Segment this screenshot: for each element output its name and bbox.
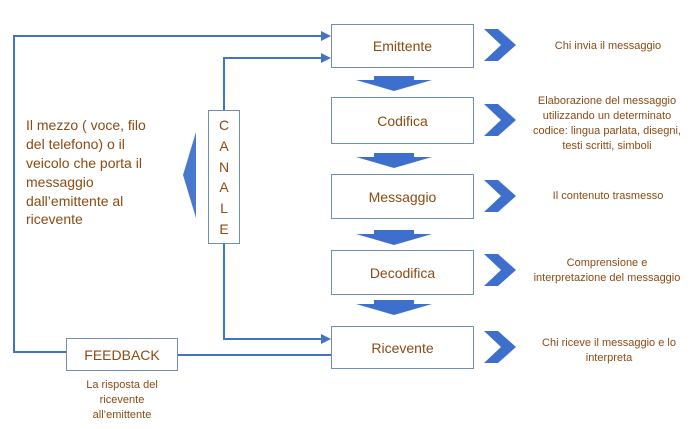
down-arrow-3 [356,230,432,245]
stage-messaggio: Messaggio [331,174,474,219]
stage-label: Ricevente [371,339,434,356]
down-arrow-4 [356,300,432,315]
canale-top-arrowhead [321,53,331,63]
stage-label: Emittente [372,38,433,54]
note-ricevente: Chi riceve il messaggio e lo interpreta [542,337,676,364]
note-messaggio: Il contenuto trasmesso [552,190,664,202]
feedback-note: La risposta del ricevente all’emittente [86,379,158,421]
stage-ricevente: Ricevente [331,326,474,369]
canale-letter: N [218,158,230,175]
canale-top-line [223,57,322,110]
canale-letter: L [220,200,228,217]
chevron-1 [484,29,516,61]
chevron-4 [484,254,516,286]
stage-label: Codifica [377,112,428,129]
chevron-3 [484,180,516,212]
canale-letter: C [218,116,230,133]
stage-decodifica: Decodifica [331,250,474,295]
canale-description: Il mezzo ( voce, filo del telefono) o il… [26,117,146,228]
stage-codifica: Codifica [331,97,474,144]
canale-letter: A [219,179,229,196]
stage-emittente: Emittente [331,24,474,68]
note-emittente: Chi invia il messaggio [554,40,662,52]
note-decodifica: Comprensione e interpretazione del messa… [533,257,681,284]
chevron-5 [484,331,516,363]
feedback-box: FEEDBACK [66,338,178,371]
feedback-loop-line [13,35,322,353]
canale-letter: A [219,137,229,154]
canale-bottom-arrowhead [321,334,331,344]
stage-label: Messaggio [368,188,437,205]
down-arrow-1 [356,76,432,91]
chevron-2 [484,104,516,136]
canale-box: C A N A L E [208,110,240,244]
stage-label: Decodifica [369,264,436,281]
feedback-loop-arrowhead [321,31,331,41]
canale-bottom-line [223,244,322,340]
canale-letter: E [219,221,229,238]
canale-left-arrow [183,132,196,218]
note-codifica: Elaborazione del messaggio utilizzando u… [533,95,681,152]
feedback-label: FEEDBACK [84,346,160,363]
down-arrow-2 [356,153,432,168]
